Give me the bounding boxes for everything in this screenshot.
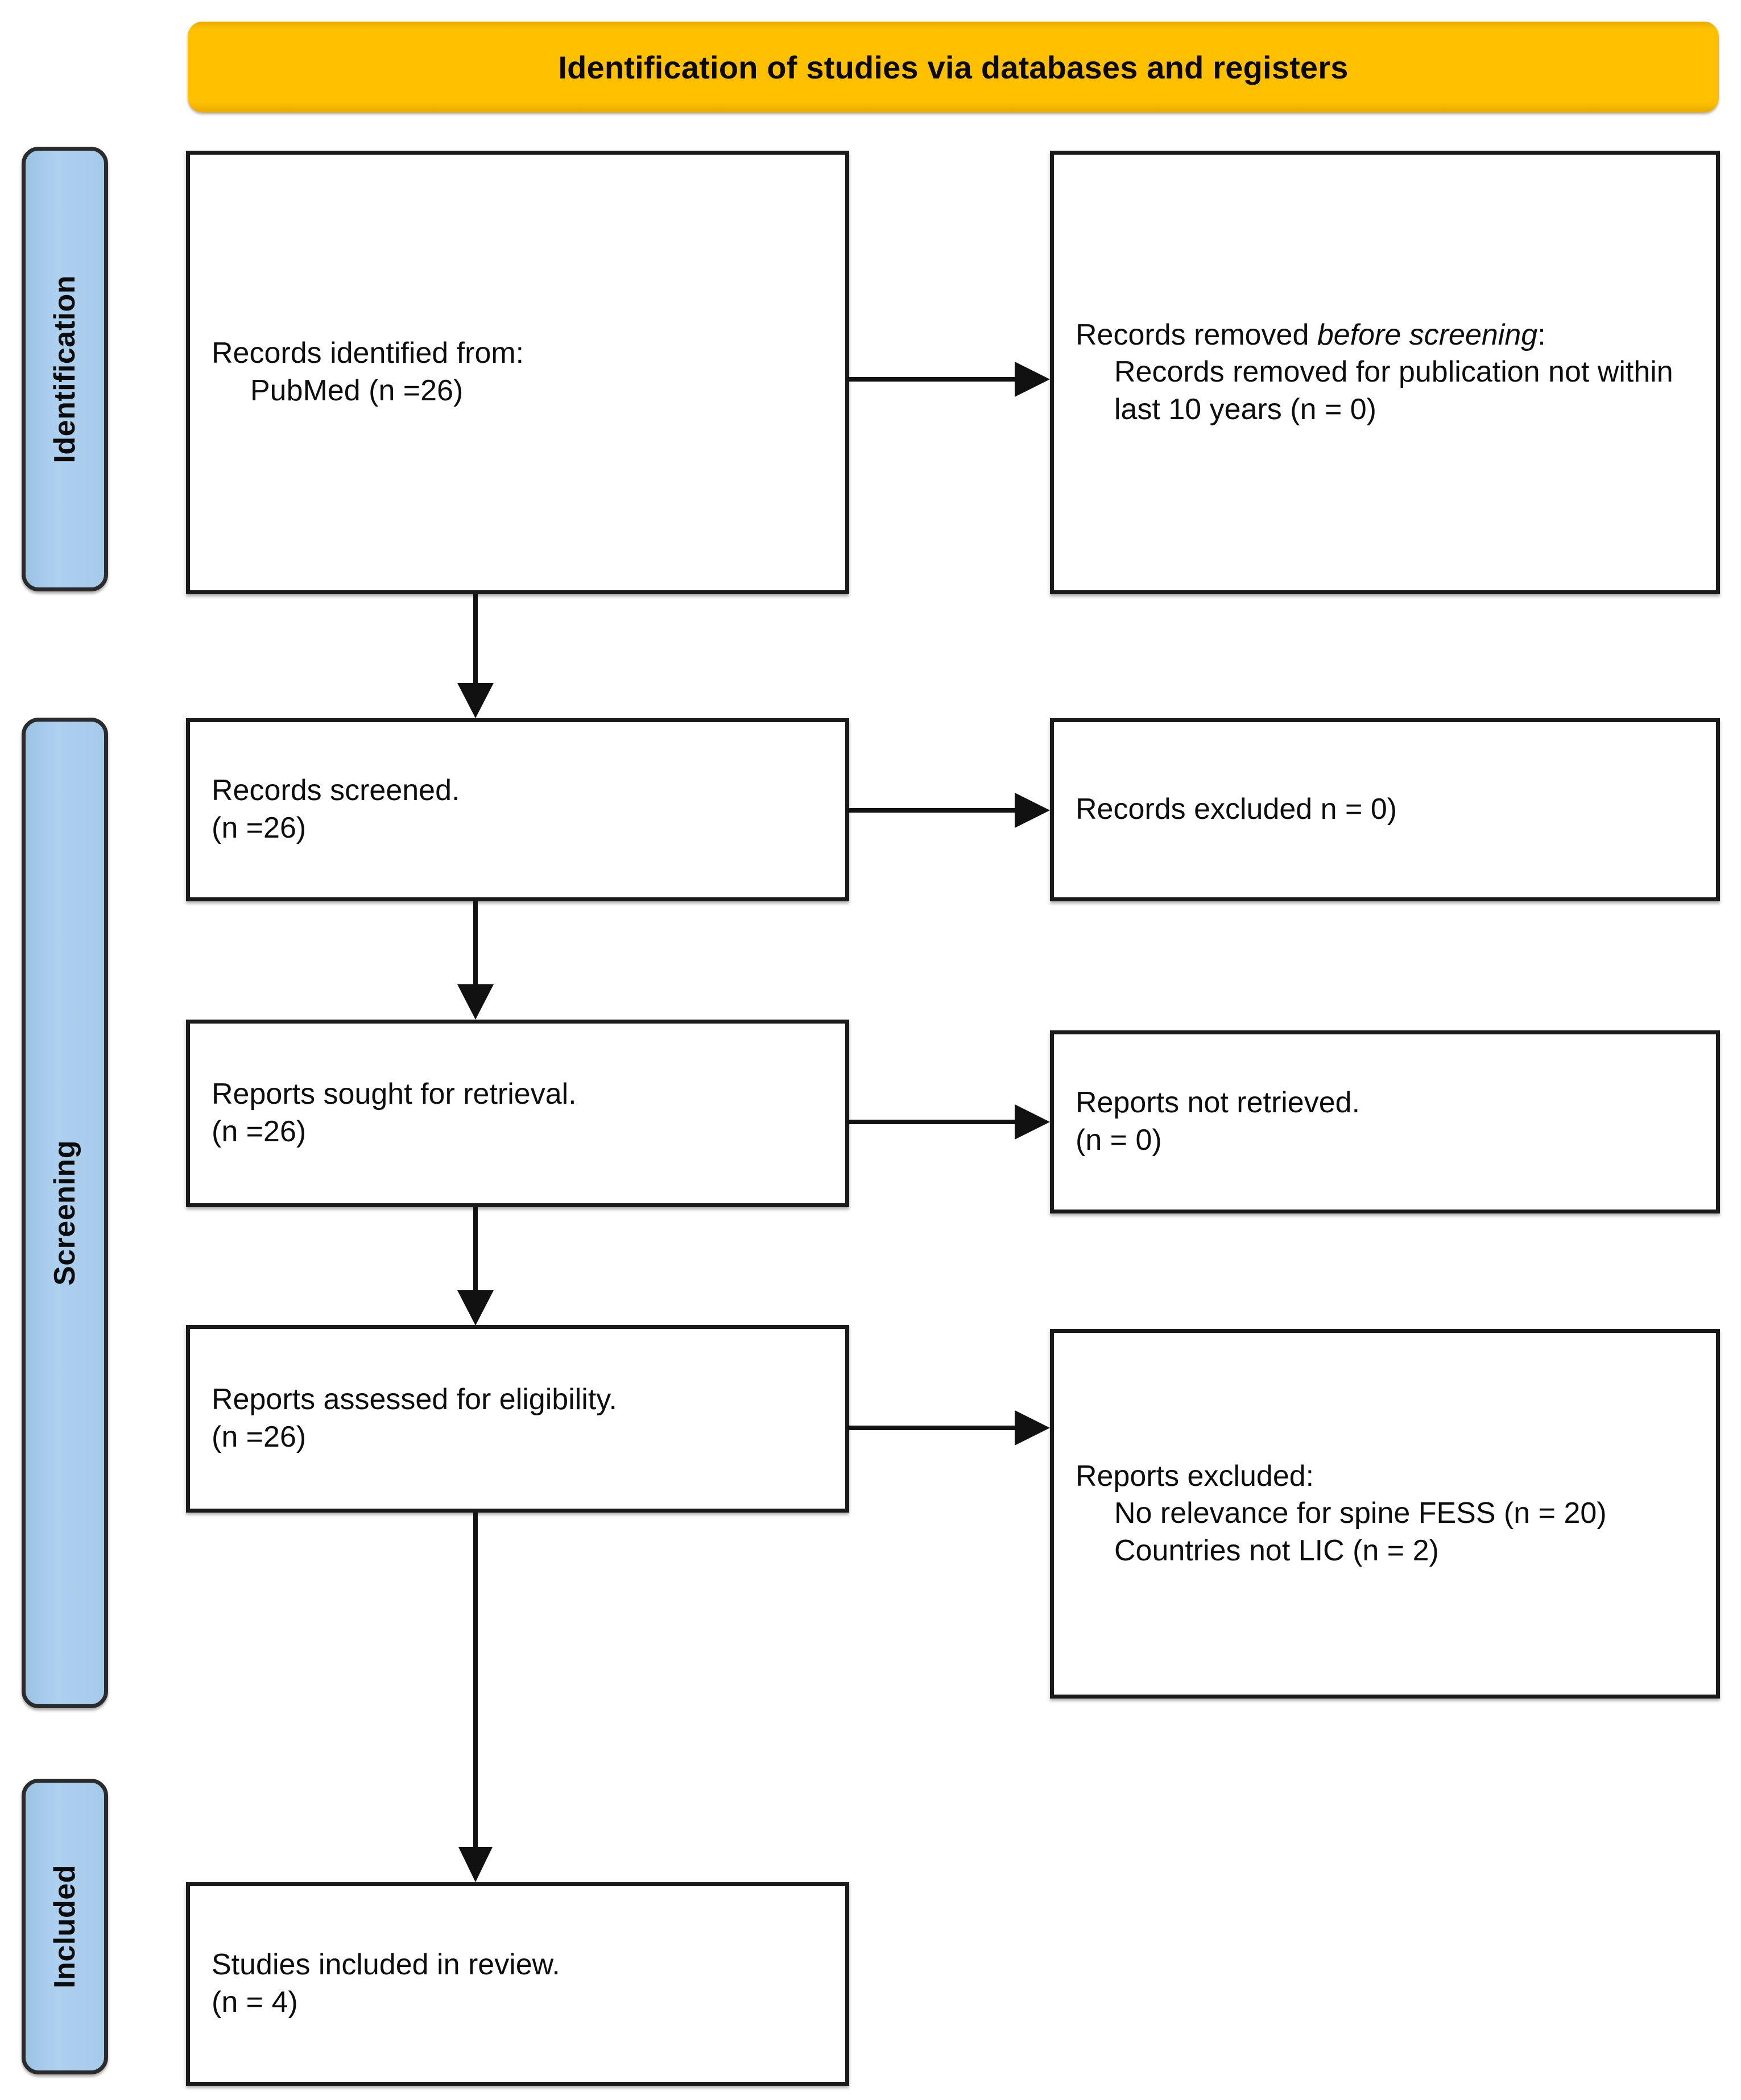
phase-label-identification-text: Identification	[48, 275, 81, 463]
arrow-down-identified-to-screened	[449, 594, 502, 720]
records-removed-detail: Records removed for publication not with…	[1114, 355, 1673, 426]
records-removed-prefix: Records removed	[1076, 318, 1317, 351]
page-title: Identification of studies via databases …	[558, 49, 1349, 85]
box-studies-included-in-review: Studies included in review. (n = 4)	[186, 1882, 849, 2086]
arrow-down-assessed-to-included	[449, 1513, 502, 1885]
reports-assessed-line2: (n =26)	[212, 1420, 307, 1453]
reports-excluded-reason-1: No relevance for spine FESS (n = 20)	[1114, 1497, 1607, 1530]
reports-excluded-heading: Reports excluded:	[1076, 1459, 1314, 1493]
records-excluded-line1: Records excluded n = 0)	[1076, 793, 1397, 826]
arrow-right-identified-to-removed	[847, 356, 1052, 403]
arrow-right-assessed-to-reports-excluded	[847, 1405, 1052, 1451]
reports-not-retrieved-line2: (n = 0)	[1076, 1124, 1162, 1157]
box-records-screened: Records screened. (n =26)	[186, 718, 849, 901]
reports-excluded-reason-2: Countries not LIC (n = 2)	[1114, 1534, 1439, 1567]
studies-included-line1: Studies included in review.	[212, 1948, 560, 1982]
box-records-removed-before-screening: Records removed before screening: Record…	[1050, 151, 1720, 594]
arrow-right-sought-to-not-retrieved	[847, 1099, 1052, 1145]
studies-included-line2: (n = 4)	[212, 1986, 298, 2019]
arrow-down-screened-to-sought	[449, 901, 502, 1022]
records-identified-line2: PubMed (n =26)	[250, 374, 464, 407]
records-identified-line1: Records identified from:	[212, 337, 524, 370]
box-reports-sought-for-retrieval: Reports sought for retrieval. (n =26)	[186, 1020, 849, 1207]
phase-label-identification: Identification	[22, 147, 108, 591]
records-removed-suffix: :	[1537, 318, 1546, 351]
box-records-excluded: Records excluded n = 0)	[1050, 718, 1720, 901]
records-screened-line2: (n =26)	[212, 811, 307, 844]
before-screening-emphasis: before screening	[1317, 318, 1538, 351]
phase-label-included-text: Included	[48, 1865, 81, 1989]
reports-not-retrieved-line1: Reports not retrieved.	[1076, 1086, 1360, 1120]
arrow-right-screened-to-excluded	[847, 787, 1052, 834]
phase-label-included: Included	[22, 1779, 108, 2074]
box-reports-not-retrieved: Reports not retrieved. (n = 0)	[1050, 1030, 1720, 1213]
reports-sought-line1: Reports sought for retrieval.	[212, 1078, 577, 1111]
phase-label-screening-text: Screening	[48, 1140, 81, 1286]
reports-sought-line2: (n =26)	[212, 1115, 307, 1148]
box-reports-excluded: Reports excluded: No relevance for spine…	[1050, 1329, 1720, 1699]
diagram-header-banner: Identification of studies via databases …	[188, 22, 1719, 113]
records-removed-heading: Records removed before screening:	[1076, 317, 1694, 354]
box-records-identified: Records identified from: PubMed (n =26)	[186, 151, 849, 594]
reports-assessed-line1: Reports assessed for eligibility.	[212, 1383, 617, 1416]
records-screened-line1: Records screened.	[212, 774, 460, 807]
arrow-down-sought-to-assessed	[449, 1207, 502, 1328]
box-reports-assessed-for-eligibility: Reports assessed for eligibility. (n =26…	[186, 1325, 849, 1513]
phase-label-screening: Screening	[22, 718, 108, 1708]
